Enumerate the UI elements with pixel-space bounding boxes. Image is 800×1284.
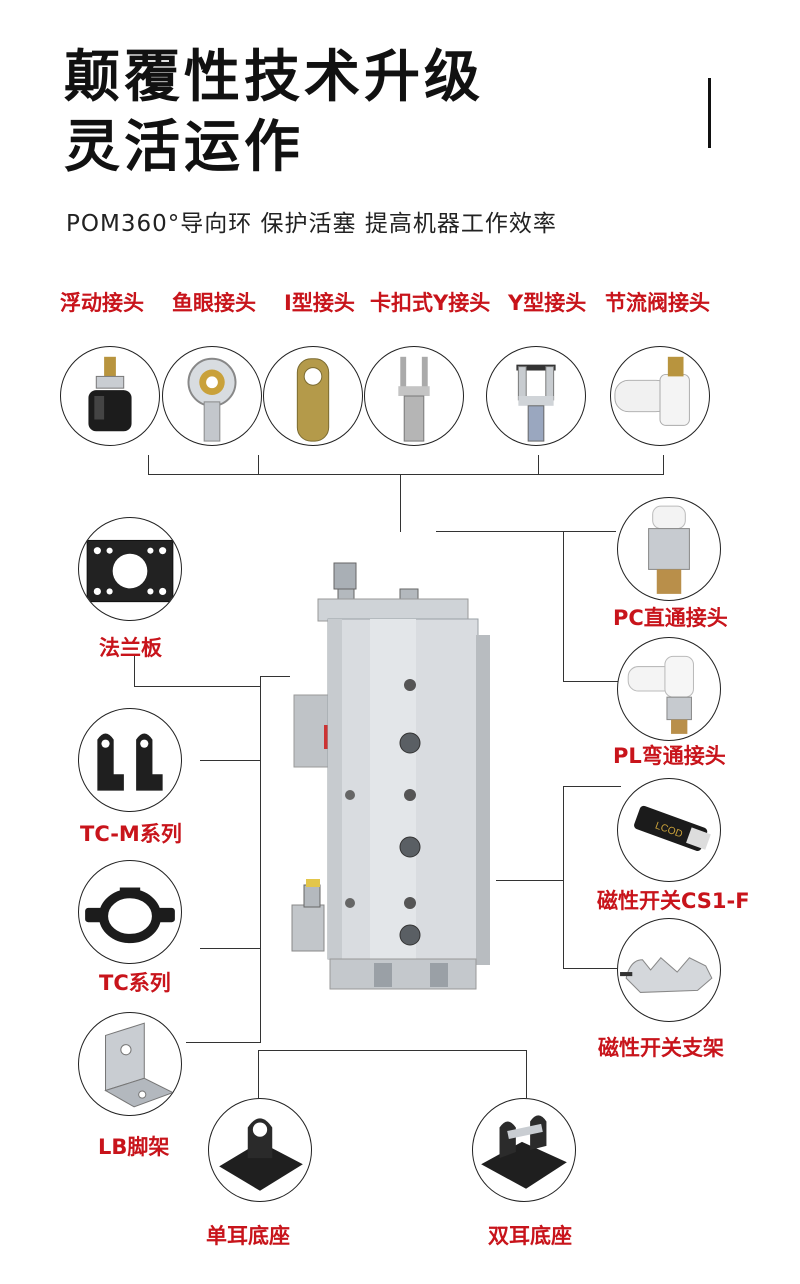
y-joint-circle: [486, 346, 586, 446]
flange-plate-circle: [78, 517, 182, 621]
label-floating-joint: 浮动接头: [60, 291, 144, 315]
label-y-joint: Y型接头: [508, 291, 587, 315]
tc-m-bracket-circle: [78, 708, 182, 812]
floating-joint-icon: [88, 356, 132, 432]
single-ear-base-icon: [219, 1118, 303, 1191]
switch-bracket-icon: [620, 957, 713, 993]
label-clip-y-joint: 卡扣式Y接头: [370, 291, 491, 315]
tc-clamp-circle: [78, 860, 182, 964]
label-lb-foot-bracket: LB脚架: [98, 1135, 170, 1159]
lb-foot-bracket-circle: [78, 1012, 182, 1116]
y-joint-icon: [516, 364, 556, 442]
label-switch-bracket: 磁性开关支架: [598, 1036, 724, 1060]
pl-elbow-fitting-circle: [617, 637, 721, 741]
decorative-divider: [708, 78, 711, 148]
label-single-ear-base: 单耳底座: [206, 1224, 290, 1248]
magnetic-switch-icon: LCOD: [634, 805, 711, 851]
flange-plate-icon: [86, 539, 174, 603]
magnetic-switch-circle: LCOD: [617, 778, 721, 882]
pl-elbow-fitting-icon: [627, 655, 694, 734]
lb-foot-bracket-icon: [104, 1022, 175, 1108]
throttle-valve-circle: [610, 346, 710, 446]
throttle-valve-icon: [614, 356, 690, 426]
label-rod-end: 鱼眼接头: [172, 291, 256, 315]
tc-m-bracket-icon: [97, 733, 163, 791]
page-title: 颠覆性技术升级: [64, 45, 484, 110]
rod-end-icon: [187, 357, 237, 442]
pc-straight-fitting-circle: [617, 497, 721, 601]
label-tc-m-series: TC-M系列: [80, 822, 182, 846]
product-image: [290, 555, 496, 995]
label-throttle-valve: 节流阀接头: [605, 291, 710, 315]
page-subtitle: POM360°导向环 保护活塞 提高机器工作效率: [66, 211, 557, 237]
label-pc-straight-fitting: PC直通接头: [613, 606, 728, 630]
single-ear-base-circle: [208, 1098, 312, 1202]
clip-y-joint-icon: [398, 356, 430, 442]
label-tc-series: TC系列: [99, 971, 171, 995]
i-joint-circle: [263, 346, 363, 446]
pc-straight-fitting-icon: [648, 505, 690, 594]
label-i-joint: I型接头: [284, 291, 355, 315]
slide-cylinder-icon: [291, 562, 490, 990]
double-ear-base-circle: [472, 1098, 576, 1202]
label-pl-elbow-fitting: PL弯通接头: [613, 744, 726, 768]
clip-y-joint-circle: [364, 346, 464, 446]
switch-bracket-circle: [617, 918, 721, 1022]
page-title-line2: 灵活运作: [64, 115, 304, 180]
tc-clamp-icon: [85, 887, 175, 944]
double-ear-base-icon: [481, 1115, 567, 1189]
floating-joint-circle: [60, 346, 160, 446]
label-double-ear-base: 双耳底座: [488, 1224, 572, 1248]
i-joint-icon: [296, 358, 330, 442]
rod-end-circle: [162, 346, 262, 446]
label-flange-plate: 法兰板: [99, 636, 162, 660]
label-magnetic-switch: 磁性开关CS1-F: [597, 889, 750, 913]
